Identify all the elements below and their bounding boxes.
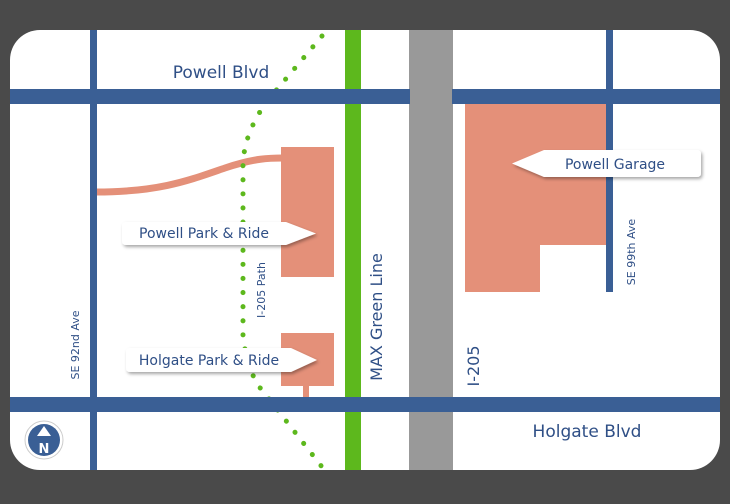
max-green-line-label: MAX Green Line [367,253,386,381]
i205-path-label: I-205 Path [255,262,268,318]
holgate-park-ride-callout[interactable]: Holgate Park & Ride [126,348,317,372]
holgate-park-ride-callout-label: Holgate Park & Ride [139,353,279,369]
powell-garage-callout-bg [512,150,701,177]
powell-blvd-road-east [452,89,720,104]
access-road [95,154,284,196]
powell-park-ride-callout[interactable]: Powell Park & Ride [122,222,316,245]
holgate-park-ride-callout-bg [126,348,317,372]
i205-path-line [240,33,325,470]
se-92nd-ave-label: SE 92nd Ave [69,310,82,379]
powell-garage-callout[interactable]: Powell Garage [512,150,701,177]
powell-blvd-road-west [10,89,410,104]
max-green-line-track [345,30,361,470]
north-arrow-icon: N [24,420,64,460]
powell-blvd-label: Powell Blvd [173,63,270,83]
powell-park-ride-lot [281,147,334,277]
se-99th-ave-label: SE 99th Ave [625,219,638,286]
holgate-blvd-label: Holgate Blvd [533,422,642,442]
holgate-lot-driveway [303,384,309,402]
north-label: N [39,442,50,457]
powell-park-ride-callout-label: Powell Park & Ride [139,226,269,242]
i205-freeway [409,30,453,470]
holgate-blvd-road [10,397,720,412]
powell-park-ride-callout-bg [122,222,316,245]
powell-garage-callout-label: Powell Garage [565,157,665,173]
se-92nd-ave-road [90,30,97,470]
i205-label: I-205 [464,345,483,386]
